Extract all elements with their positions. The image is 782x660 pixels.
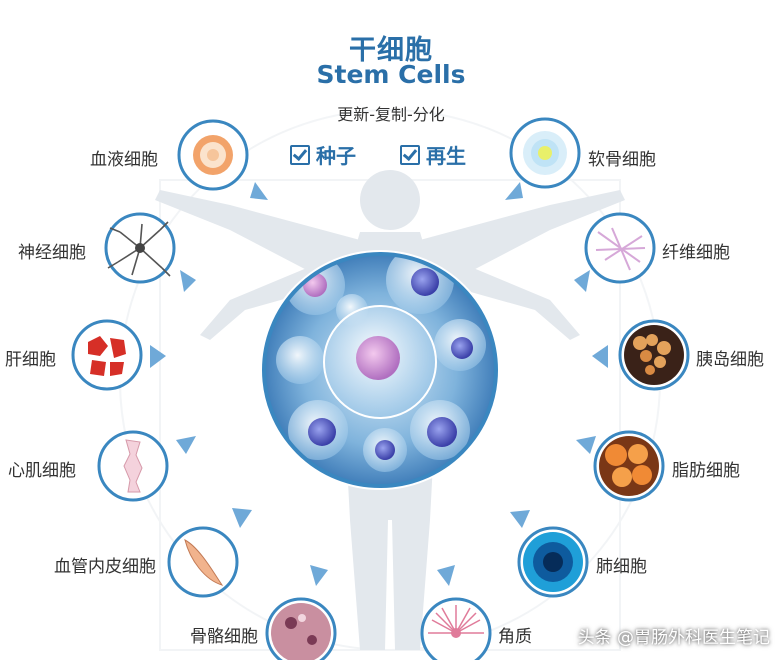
endothelial-cell-icon (167, 526, 239, 598)
label-bone-cell: 骨骼细胞 (190, 627, 258, 647)
chondrocyte-icon (509, 117, 581, 189)
label-endothelial-cell: 血管内皮细胞 (54, 557, 156, 577)
arrow-1 (250, 182, 268, 200)
arrow-4 (176, 436, 196, 454)
islet-cell-icon (618, 319, 690, 391)
arrow-2 (180, 270, 196, 292)
check-item-regenerate: 再生 (400, 140, 466, 169)
arrow-10 (576, 436, 596, 454)
fat-cell-icon (593, 430, 665, 502)
check-label: 再生 (426, 144, 466, 168)
arrow-12 (437, 565, 455, 586)
label-chondrocyte: 软骨细胞 (588, 150, 656, 170)
check-label: 种子 (316, 144, 356, 168)
arrow-6 (310, 565, 328, 586)
arrow-9 (592, 345, 608, 368)
arrow-5 (232, 508, 252, 528)
arrow-8 (574, 270, 590, 292)
bone-cell-icon (265, 597, 337, 660)
arrows (150, 182, 608, 586)
arrow-3 (150, 345, 166, 368)
liver-cell-icon (71, 319, 143, 391)
check-item-seed: 种子 (290, 140, 356, 169)
label-islet-cell: 胰岛细胞 (696, 350, 764, 370)
neuron-icon (104, 212, 176, 284)
subtitle: 更新-复制-分化 (337, 105, 445, 124)
arrow-7 (505, 182, 523, 200)
label-fibroblast: 纤维细胞 (662, 243, 730, 263)
watermark: 头条 @胃肠外科医生笔记 (577, 628, 770, 648)
label-keratinocyte: 角质 (498, 627, 532, 647)
fibroblast-icon (584, 212, 656, 284)
label-fat-cell: 脂肪细胞 (672, 461, 740, 481)
label-neuron: 神经细胞 (18, 243, 86, 263)
cardiac-muscle-icon (97, 430, 169, 502)
title-english: Stem Cells (316, 60, 466, 89)
label-lung-cell: 肺细胞 (596, 557, 647, 577)
label-liver-cell: 肝细胞 (5, 350, 56, 370)
label-blood-cell: 血液细胞 (90, 150, 158, 170)
blood-cell-icon (177, 119, 249, 191)
arrow-11 (510, 510, 530, 528)
lung-cell-icon (517, 526, 589, 598)
central-stem-cell-image (260, 250, 500, 490)
title-chinese: 干细胞 (349, 35, 433, 66)
checkbox-icon (400, 144, 420, 165)
keratinocyte-icon (420, 597, 492, 660)
label-cardiac-muscle: 心肌细胞 (8, 461, 76, 481)
checkbox-icon (290, 144, 310, 165)
